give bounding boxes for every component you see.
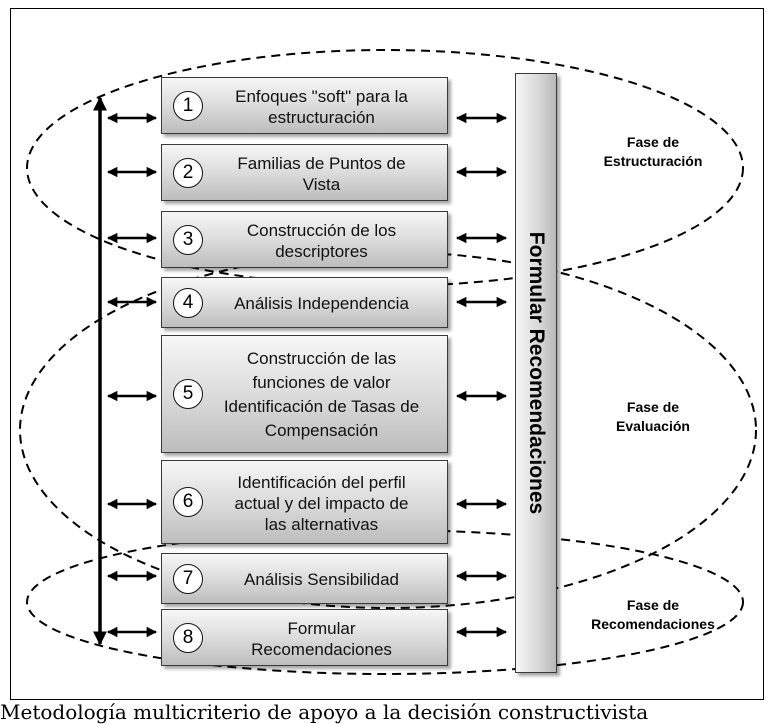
step-label: Formular Recomendaciones (251, 618, 392, 659)
figure-caption: Metodología multicriterio de apoyo a la … (0, 700, 649, 724)
step-number-circle: 1 (173, 90, 203, 121)
step-label: Enfoques "soft" para la estructuración (235, 86, 408, 127)
step-box-7: 7 Análisis Sensibilidad (161, 553, 448, 604)
step-number-circle: 6 (173, 487, 203, 517)
step-number-circle: 7 (173, 563, 203, 594)
recommendations-vertical-bar: Formular Recomendaciones (515, 73, 557, 673)
phase-label-recommendations: Fase de Recomendaciones (591, 597, 715, 632)
step-box-6: 6 Identificación del perfil actual y del… (161, 460, 448, 544)
step-number-circle: 8 (173, 622, 203, 653)
step-number-circle: 2 (173, 157, 203, 188)
phase-label-evaluation: Fase de Evaluación (616, 399, 690, 434)
step-label: Identificación del perfil actual y del i… (234, 472, 409, 534)
step-box-8: 8 Formular Recomendaciones (161, 609, 448, 666)
step-number-circle: 3 (173, 224, 203, 255)
step-box-1: 1 Enfoques "soft" para la estructuración (161, 77, 448, 134)
step-label: Análisis Independencia (234, 294, 409, 313)
step-label: Análisis Sensibilidad (244, 570, 399, 589)
step-label: Familias de Puntos de Vista (237, 153, 406, 194)
step-box-2: 2 Familias de Puntos de Vista (161, 144, 448, 201)
step-box-3: 3 Construcción de los descriptores (161, 211, 448, 268)
step-label: Construcción de los descriptores (246, 220, 397, 261)
step-number-circle: 5 (173, 379, 203, 409)
step-box-5: 5 Construcción de las funciones de valor… (161, 335, 448, 453)
step-number-circle: 4 (173, 287, 203, 318)
step-label: Construcción de las funciones de valor I… (223, 349, 420, 440)
step-box-4: 4 Análisis Independencia (161, 277, 448, 328)
vertical-bar-label: Formular Recomendaciones (525, 231, 548, 515)
phase-label-structuring: Fase de Estructuración (603, 134, 703, 169)
